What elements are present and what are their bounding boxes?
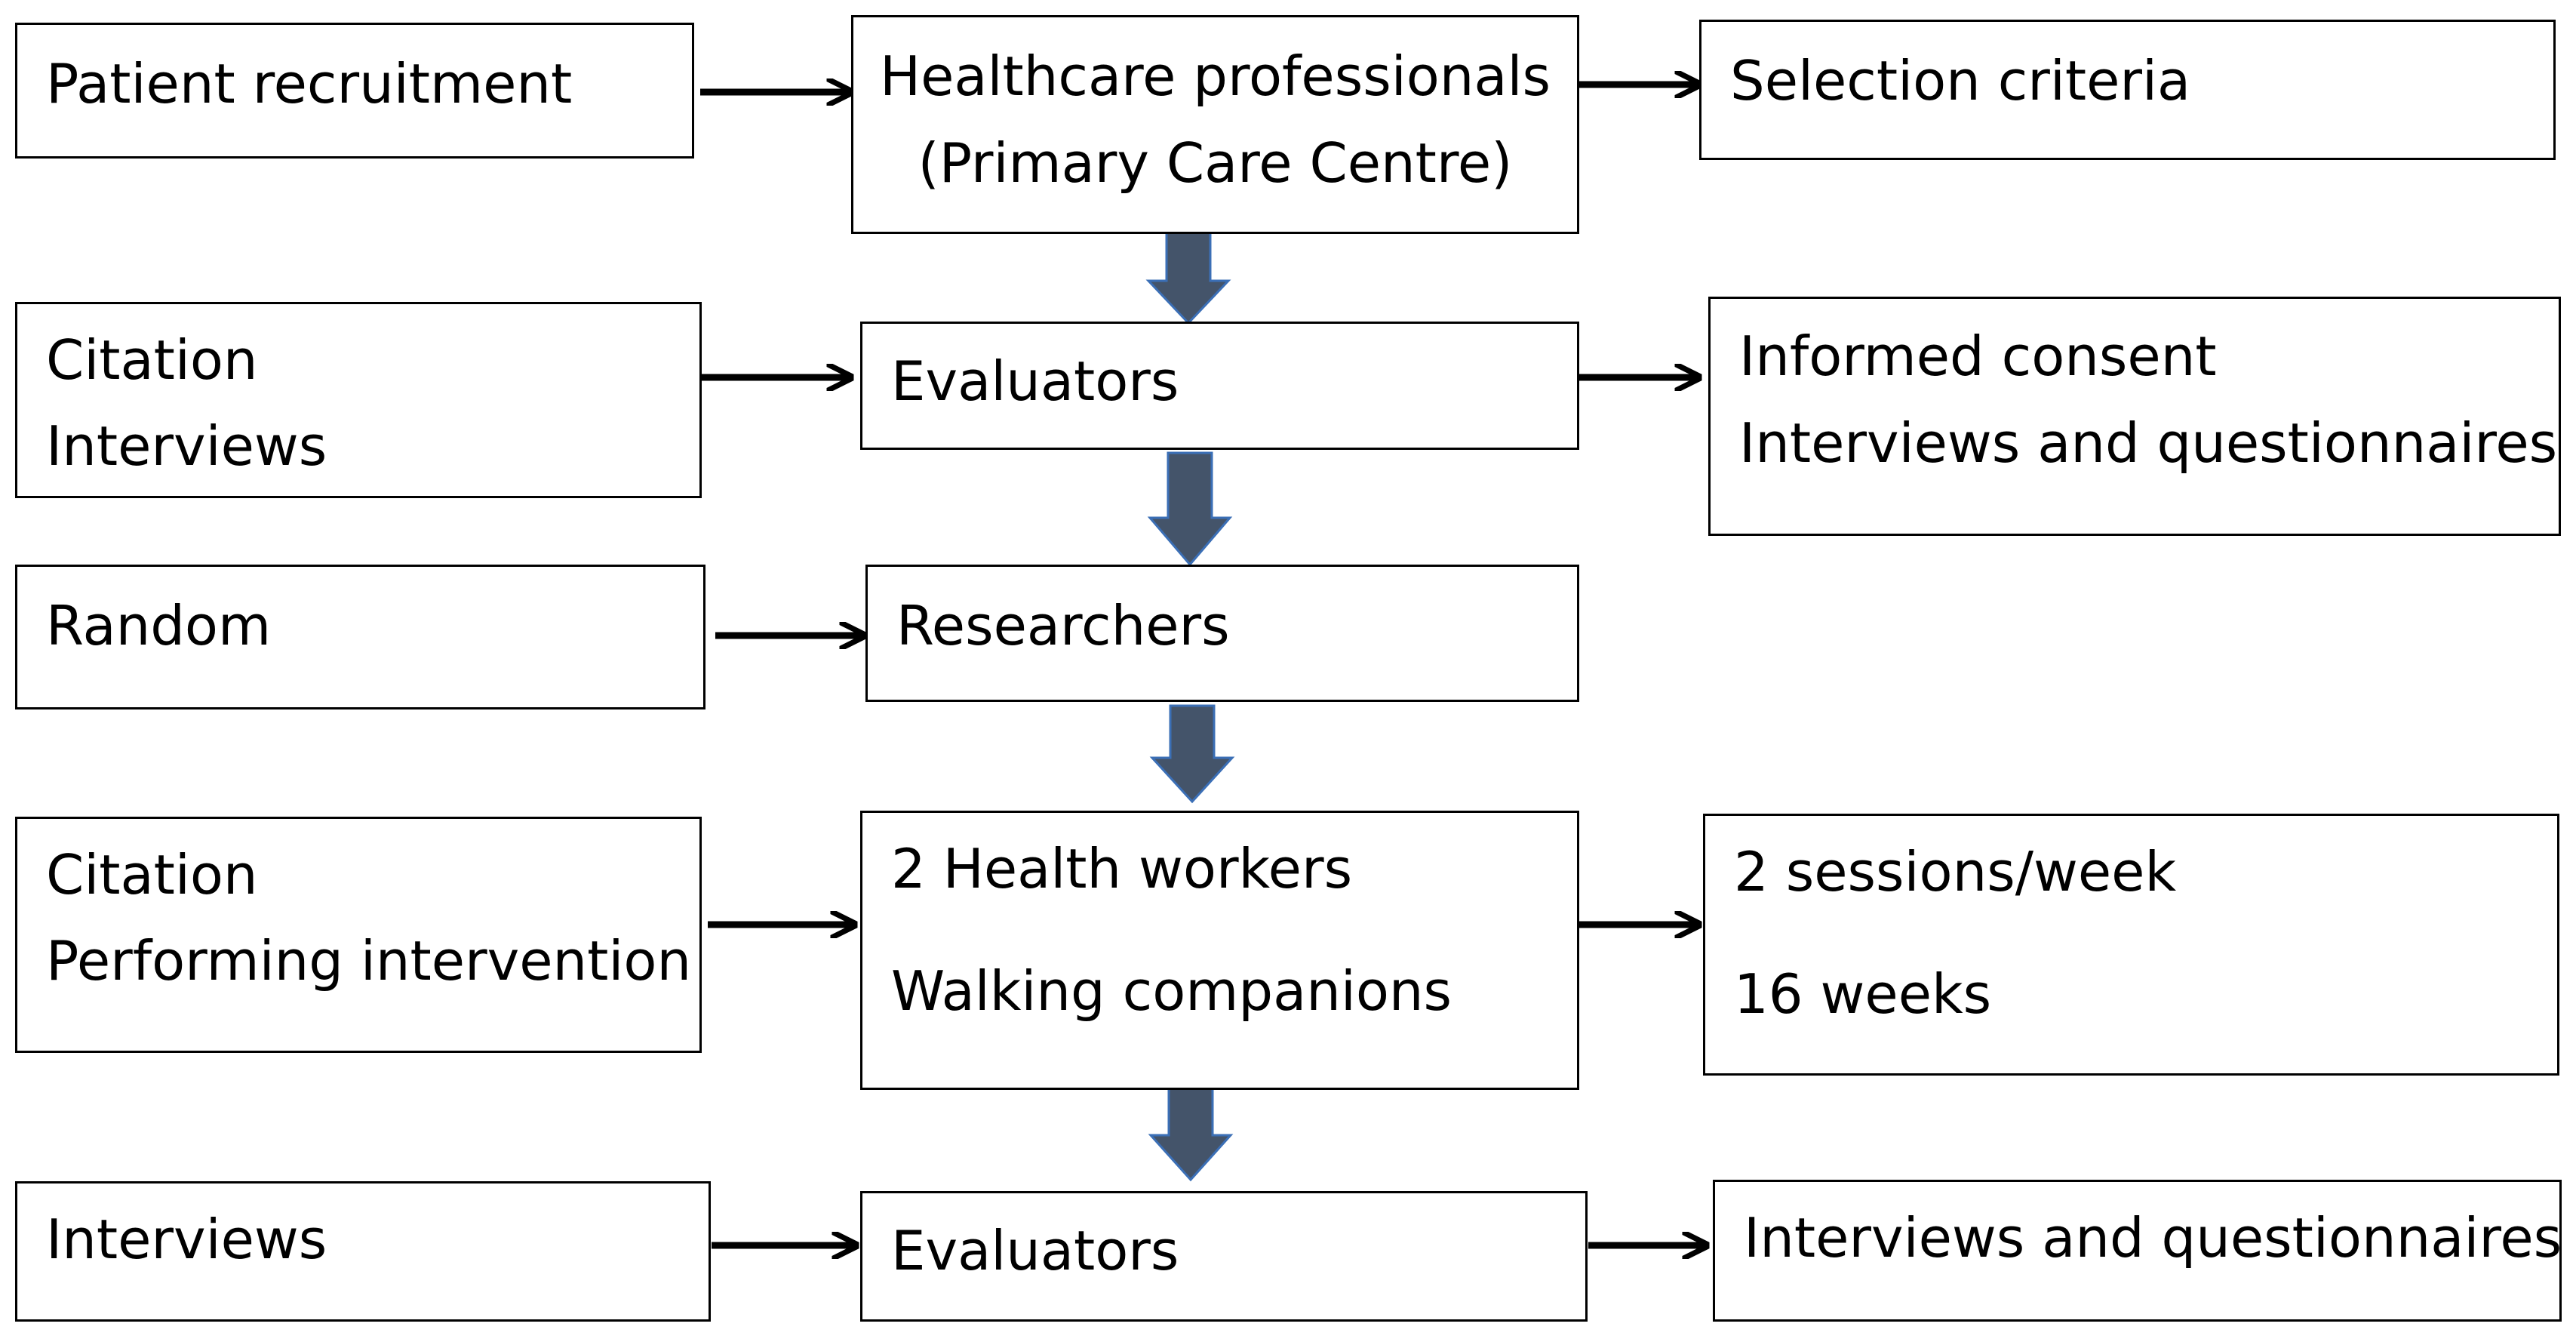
- box-text-line: Interviews and questionnaires: [1739, 411, 2558, 475]
- box-text-line: Citation: [46, 328, 258, 392]
- box-text-line: Informed consent: [1739, 325, 2217, 388]
- box-text-line: Healthcare professionals: [879, 45, 1551, 108]
- box-healthcare-professionals: Healthcare professionals (Primary Care C…: [851, 15, 1579, 234]
- down-arrow-2: [1147, 451, 1233, 567]
- box-sessions: 2 sessions/week 16 weeks: [1703, 814, 2559, 1076]
- box-text-line: Interviews and questionnaires: [1744, 1206, 2562, 1270]
- box-text-line: Random: [46, 594, 272, 657]
- box-text-line: (Primary Care Centre): [918, 131, 1513, 195]
- box-text-line: Walking companions: [891, 959, 1452, 1023]
- box-informed-consent: Informed consent Interviews and question…: [1708, 297, 2561, 536]
- box-text-line: Interviews: [46, 1208, 327, 1271]
- box-researchers: Researchers: [865, 565, 1579, 702]
- box-text-line: Citation: [46, 843, 258, 906]
- box-health-workers: 2 Health workers Walking companions: [860, 811, 1579, 1090]
- down-arrow-4: [1148, 1087, 1234, 1182]
- box-selection-criteria: Selection criteria: [1699, 20, 2556, 160]
- box-text-line: Interviews: [46, 414, 327, 478]
- box-patient-recruitment: Patient recruitment: [15, 23, 694, 159]
- box-text-line: Performing intervention: [46, 929, 692, 993]
- box-text-line: 2 sessions/week: [1734, 840, 2177, 903]
- box-evaluators-1: Evaluators: [860, 322, 1579, 450]
- box-text-line: Evaluators: [891, 349, 1179, 413]
- box-random: Random: [15, 565, 705, 709]
- box-text-line: Researchers: [896, 594, 1230, 657]
- box-interviews-questionnaires: Interviews and questionnaires: [1713, 1180, 2562, 1322]
- box-text-line: Patient recruitment: [46, 52, 573, 115]
- box-text-line: Selection criteria: [1730, 49, 2191, 112]
- box-text-line: 2 Health workers: [891, 837, 1353, 900]
- down-arrow-1: [1145, 231, 1231, 325]
- box-text-line: Evaluators: [891, 1219, 1179, 1282]
- box-evaluators-2: Evaluators: [860, 1191, 1588, 1322]
- box-interviews: Interviews: [15, 1181, 711, 1322]
- box-text-line: 16 weeks: [1734, 962, 1992, 1026]
- box-citation-interviews: Citation Interviews: [15, 302, 702, 498]
- down-arrow-3: [1149, 704, 1235, 804]
- box-citation-performing: Citation Performing intervention: [15, 817, 702, 1053]
